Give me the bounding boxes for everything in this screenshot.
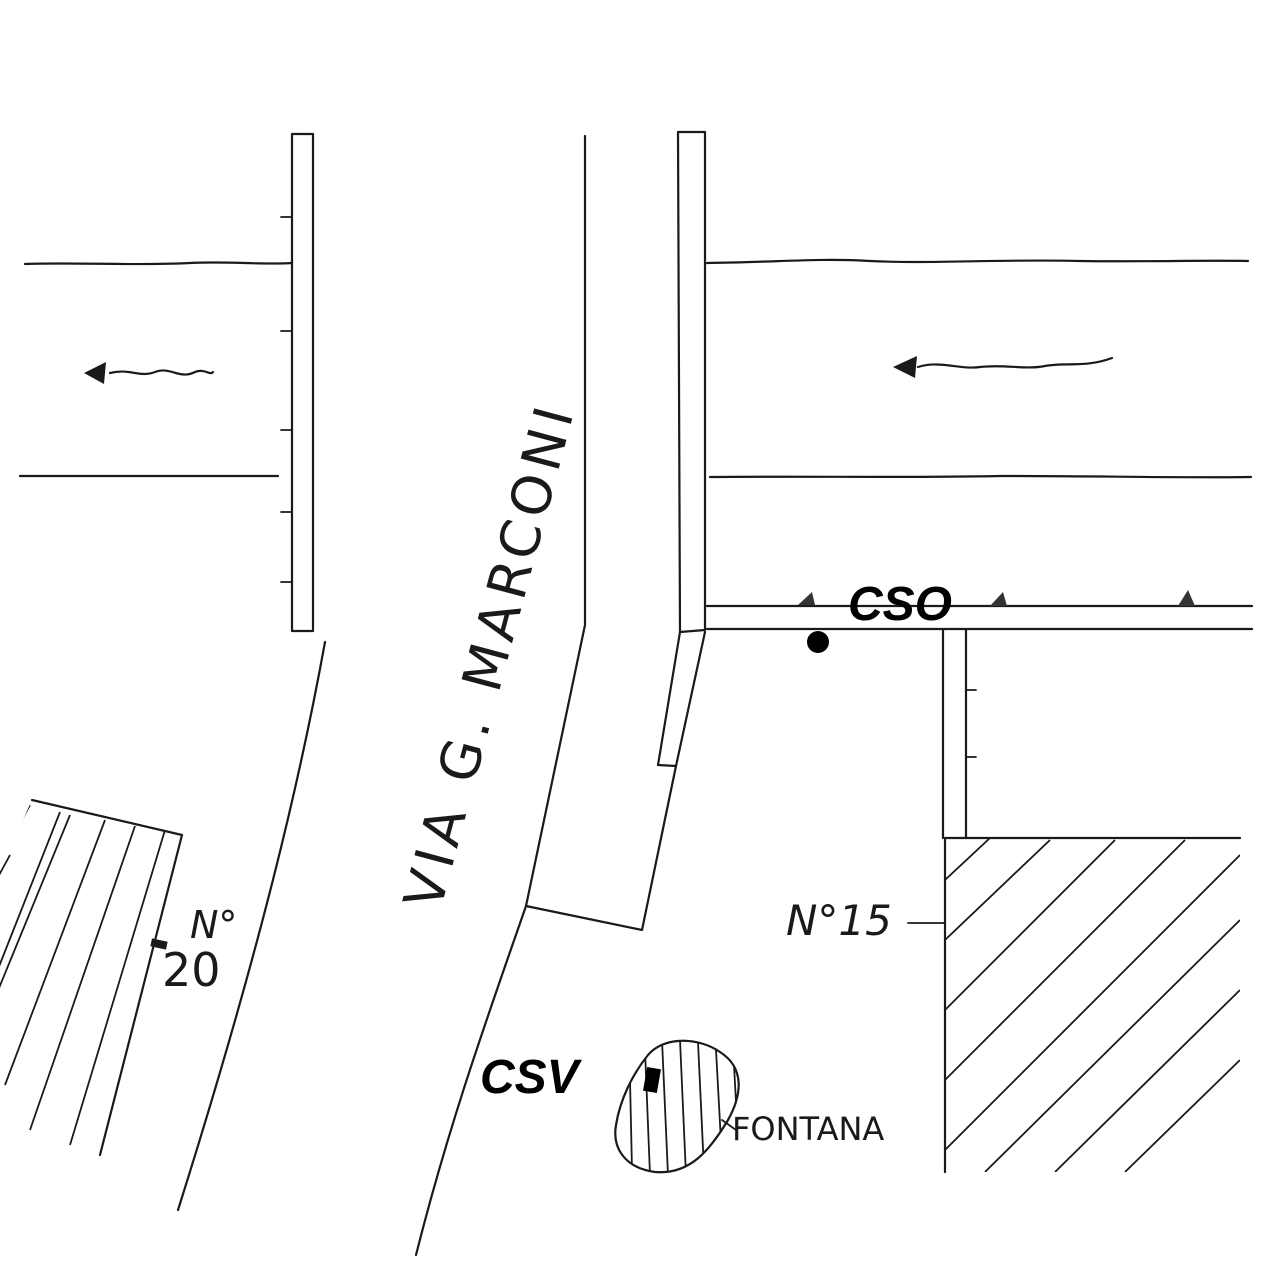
number-20-value-label: 20 [162, 943, 221, 997]
canal-walkway [705, 590, 1254, 631]
csv-marker-icon [643, 1066, 661, 1094]
right-bridge-parapet [656, 130, 707, 768]
fountain [614, 1039, 740, 1174]
left-canal [18, 261, 294, 478]
number-20-prefix-label: N° [190, 903, 237, 947]
cso-marker-icon [807, 631, 829, 653]
right-canal [705, 258, 1253, 479]
left-canal-arrowhead-icon [84, 362, 106, 384]
csv-label: CSV [480, 1051, 583, 1104]
cso-label: CSO [848, 578, 952, 631]
fontana-label: FONTANA [732, 1110, 884, 1148]
right-canal-flow-arrow-icon [916, 356, 1114, 369]
building-no-20-door-marker [150, 938, 168, 950]
right-canal-arrowhead-icon [893, 356, 917, 378]
building-no-15 [907, 836, 1242, 1174]
street-name-label: VIA G. MARCONI [392, 395, 588, 916]
via-marconi-road [176, 134, 678, 1257]
side-lane [941, 628, 977, 840]
left-canal-flow-arrow-icon [108, 369, 215, 376]
left-bridge-parapet [280, 132, 315, 633]
number-15-label: N°15 [786, 896, 892, 945]
